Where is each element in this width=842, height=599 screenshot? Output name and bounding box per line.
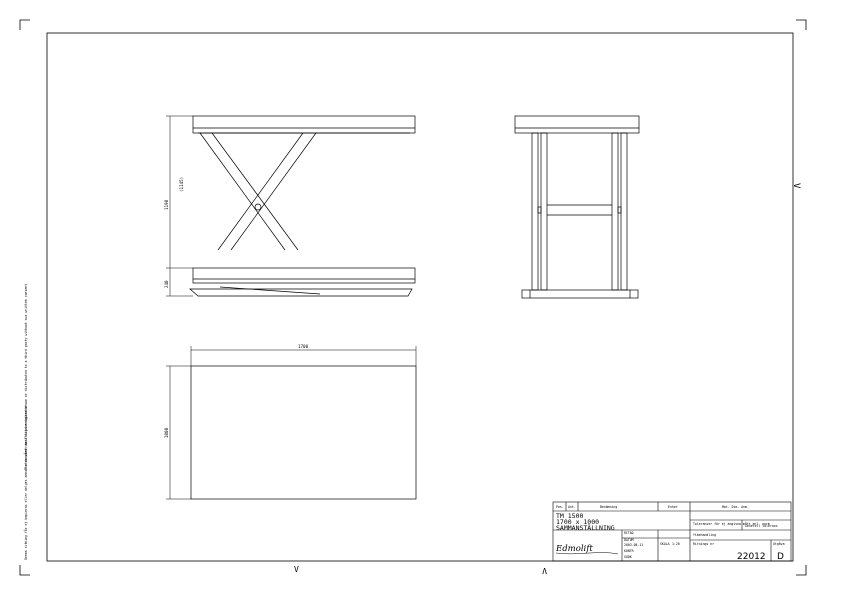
dim-closed-height: 240 xyxy=(164,280,169,288)
front-view xyxy=(189,115,416,297)
side-note-swedish: Denna ritning får ej kopieras eller delg… xyxy=(23,406,28,560)
tb-tolerance-note: Toleranser för ej angivna mått enl. norm xyxy=(693,521,770,526)
tb-header-pos: Pos. xyxy=(556,505,564,509)
dim-width: 1000 xyxy=(164,427,169,438)
dim-length: 1700 xyxy=(298,344,309,349)
tb-header-ant: Ant. xyxy=(568,505,576,509)
center-mark-right: V xyxy=(791,183,801,189)
drawing-border xyxy=(46,32,794,562)
tb-header-benamning: Benämning xyxy=(600,505,617,509)
top-view xyxy=(190,365,417,500)
logo-text: Edmolift xyxy=(555,544,593,554)
tb-model: TM 1500 xyxy=(556,512,583,520)
tb-utgava-label: Utgåva xyxy=(773,541,785,546)
tb-godk-label: GODK xyxy=(624,555,632,559)
side-view xyxy=(514,115,640,299)
tb-scale-value: 1:20 xyxy=(672,542,680,546)
company-logo: Edmolift xyxy=(555,544,619,555)
dim-height-alt: (1145) xyxy=(179,177,184,192)
center-mark-bottom-right: V xyxy=(542,566,547,575)
tb-ritad-label: RITAD xyxy=(624,531,634,535)
top-view-dimensions xyxy=(166,346,417,500)
tb-ritnings-nr-label: Ritnings nr xyxy=(693,542,714,546)
corner-marks xyxy=(19,19,807,576)
tb-ytbehandling: Ytbehandling xyxy=(693,533,716,537)
dim-height-total: 1190 xyxy=(164,199,169,210)
tb-header-material: Mat. Dim. Anm. xyxy=(722,505,749,509)
tb-datum-label: DATUM xyxy=(624,538,634,542)
tb-size: 1700 x 1000 xyxy=(556,518,599,526)
tb-kontr-label: KONTR xyxy=(624,549,634,553)
side-note-english: The document must not be copied shown or… xyxy=(24,284,28,470)
center-mark-bottom: V xyxy=(294,565,299,574)
tb-revision: D xyxy=(777,552,784,562)
tb-general-tol: Generell tolerans xyxy=(745,524,778,528)
tb-skala-label: SKALA xyxy=(660,542,670,546)
front-view-dimensions xyxy=(166,115,193,297)
title-block xyxy=(552,501,792,562)
tb-title: SAMMANSTÄLLNING xyxy=(556,523,615,532)
tb-header-enhet: Enhet xyxy=(668,505,678,509)
tb-drawing-number: 22012 xyxy=(737,552,766,562)
tb-date-value: 2003-08-11 xyxy=(624,543,643,547)
